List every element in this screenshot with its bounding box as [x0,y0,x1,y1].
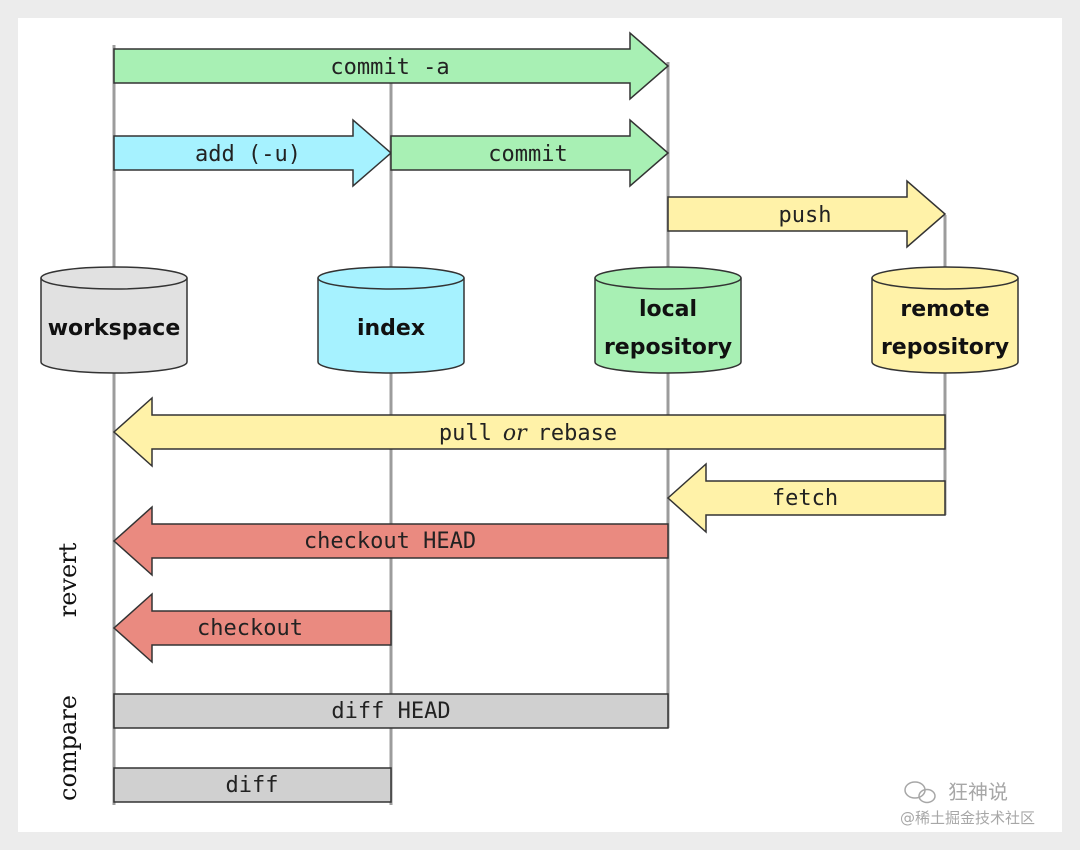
revert-label: revert [54,542,82,617]
local-repository-label-line1: local [639,297,697,322]
checkout-arrow: checkout [112,592,392,664]
remote-repository-label-line2: repository [881,335,1009,360]
commit-arrow: commit [390,118,670,188]
watermark-line1: 狂神说 [948,780,1008,804]
workspace-label: workspace [48,316,181,341]
checkout-label: checkout [197,616,303,641]
store-lines [112,45,947,805]
pull-or-rebase-arrow: pull or rebase [112,396,946,468]
add-label: add (-u) [195,142,301,167]
fetch-arrow: fetch [666,462,946,534]
index-label: index [357,316,425,341]
pull-or-rebase-label: pull or rebase [439,421,617,446]
rebase-word: rebase [538,421,617,446]
remote-repository-store: remote repository [871,266,1019,374]
add-arrow: add (-u) [113,118,393,188]
checkout-head-arrow: checkout HEAD [112,505,669,577]
fetch-label: fetch [772,486,838,511]
checkout-head-label: checkout HEAD [304,529,476,554]
watermark-line2: @稀土掘金技术社区 [900,809,1035,827]
compare-label: compare [54,695,82,801]
diff-head-bar: diff HEAD [113,693,669,729]
remote-repository-label-line1: remote [900,297,989,322]
push-label: push [779,203,832,228]
workspace-store: workspace [40,266,188,374]
commit-label: commit [488,142,567,167]
push-arrow: push [667,179,947,249]
wechat-icon [904,781,936,804]
index-store: index [317,266,465,374]
commit-a-label: commit -a [330,55,449,80]
commit-a-arrow: commit -a [113,31,670,101]
local-repository-label-line2: repository [604,335,732,360]
diff-label: diff [226,773,279,798]
diff-bar: diff [113,767,392,803]
local-repository-store: local repository [594,266,742,374]
or-word: or [503,421,528,446]
watermark: 狂神说 @稀土掘金技术社区 [900,780,1035,827]
diff-head-label: diff HEAD [331,699,450,724]
pull-word: pull [439,421,492,446]
